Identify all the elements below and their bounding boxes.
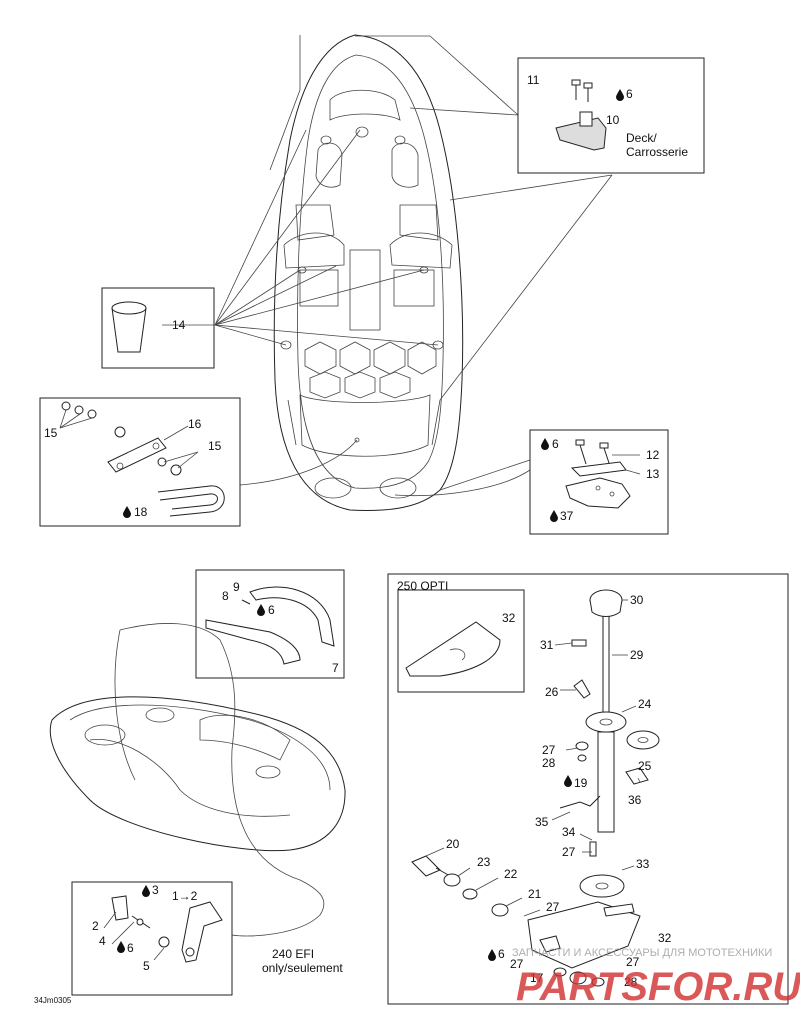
- label-27: 27: [542, 743, 556, 757]
- label-28: 28: [542, 756, 556, 770]
- label-5: 5: [143, 959, 150, 973]
- lever-1: [181, 901, 223, 963]
- label-7: 7: [332, 661, 339, 675]
- label-11: 11: [527, 73, 540, 87]
- drop-icon: [117, 941, 125, 953]
- knob-30: [589, 589, 623, 617]
- label-26: 26: [545, 685, 559, 699]
- label-34: 34: [562, 825, 576, 839]
- label-6c: 6: [268, 603, 275, 617]
- watercraft-view: [49, 623, 346, 937]
- label-10: 10: [606, 113, 620, 127]
- drop-icon: [541, 438, 549, 450]
- label-13: 13: [646, 467, 660, 481]
- box-plate-12-13: [529, 429, 669, 535]
- ubolt-18: [157, 485, 225, 517]
- drop-icon: [257, 604, 265, 616]
- label-17: 17: [530, 971, 544, 985]
- box-handle: [195, 569, 345, 679]
- watermark: ЗАПЧАСТИ И АКСЕССУАРЫ ДЛЯ МОТОТЕХНИКИ PA…: [512, 947, 800, 1009]
- label-3: 3: [152, 883, 159, 897]
- label-31: 31: [540, 638, 554, 652]
- label-4: 4: [99, 934, 106, 948]
- drop-icon: [616, 89, 624, 101]
- label-8: 8: [222, 589, 229, 603]
- drop-icon: [488, 949, 496, 961]
- box-efi-lever: [71, 881, 233, 996]
- diagram-code: 34Jm0305: [34, 996, 72, 1005]
- label-33: 33: [636, 857, 650, 871]
- label-16: 16: [188, 417, 202, 431]
- label-27b: 27: [562, 845, 576, 859]
- watermark-top: ЗАПЧАСТИ И АКСЕССУАРЫ ДЛЯ МОТОТЕХНИКИ: [512, 947, 772, 959]
- label-32: 32: [502, 611, 516, 625]
- box-deck-bracket: [517, 57, 705, 174]
- label-29: 29: [630, 648, 644, 662]
- drop-icon: [123, 506, 131, 518]
- label-20: 20: [446, 837, 460, 851]
- label-15: 15: [44, 426, 58, 440]
- label-27c: 27: [546, 900, 560, 914]
- box-ubolt: [39, 397, 241, 527]
- drop-icons: [117, 89, 624, 961]
- label-6d: 6: [498, 947, 505, 961]
- label-efi: 240 EFI: [272, 947, 314, 961]
- label-18: 18: [134, 505, 148, 519]
- label-6e: 6: [127, 941, 134, 955]
- label-37: 37: [560, 509, 574, 523]
- base-plate-32: [527, 901, 641, 969]
- part-labels: 11 6 10 Deck/ Carrosserie 14 15 16 15 18…: [34, 73, 688, 1005]
- label-22: 22: [504, 867, 518, 881]
- label-23: 23: [477, 855, 491, 869]
- label-1-to-2: 1→2: [172, 889, 198, 903]
- label-24: 24: [638, 697, 652, 711]
- bracket-10: [555, 117, 607, 151]
- label-deck-en: Deck/: [626, 131, 657, 145]
- watermark-brand: PARTSFOR.RU: [516, 965, 800, 1009]
- label-9: 9: [233, 580, 240, 594]
- drop-icon: [564, 775, 572, 787]
- label-12: 12: [646, 448, 660, 462]
- label-30: 30: [630, 593, 644, 607]
- label-36: 36: [628, 793, 642, 807]
- label-21: 21: [528, 887, 542, 901]
- label-28b: 28: [624, 975, 638, 989]
- deck-leader-lines: [214, 35, 613, 496]
- grab-handle: [249, 586, 335, 647]
- label-efi-only: only/seulement: [262, 961, 343, 975]
- label-27d: 27: [510, 957, 524, 971]
- label-15b: 15: [208, 439, 222, 453]
- drop-icon: [550, 510, 558, 522]
- label-6: 6: [626, 87, 633, 101]
- label-27e: 27: [626, 955, 640, 969]
- drop-icon: [142, 885, 150, 897]
- deck-top-view: [273, 34, 464, 511]
- box-cup-14: [101, 287, 215, 369]
- box-steering-assembly: [387, 573, 789, 1005]
- plate-16: [107, 437, 167, 473]
- label-35: 35: [535, 815, 549, 829]
- label-6b: 6: [552, 437, 559, 451]
- screw-11: [571, 79, 593, 102]
- label-19: 19: [574, 776, 588, 790]
- label-25: 25: [638, 759, 652, 773]
- label-250-opti: 250 OPTI: [397, 579, 448, 593]
- label-deck-fr: Carrosserie: [626, 145, 688, 159]
- label-2: 2: [92, 919, 99, 933]
- label-14: 14: [172, 318, 186, 332]
- label-32b: 32: [658, 931, 672, 945]
